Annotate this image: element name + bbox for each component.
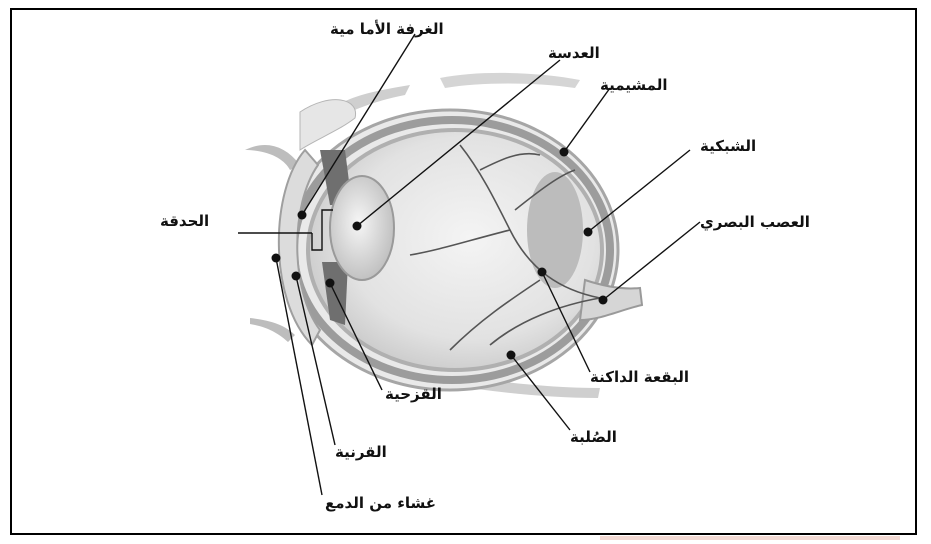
bottom-strip [600, 536, 900, 540]
label-cornea: القرنية [335, 443, 387, 461]
label-pupil: الحدقة [160, 212, 209, 230]
label-sclera: الصُلبة [570, 428, 617, 446]
label-iris: القزحية [385, 385, 442, 403]
blind-spot-area [527, 172, 583, 288]
label-anterior-chamber: الغرفة الأما مية [330, 20, 444, 38]
label-optic-nerve: العصب البصري [700, 213, 810, 231]
label-tear-film: غشاء من الدمع [325, 494, 436, 512]
label-choroid: المشيمية [600, 76, 668, 94]
label-retina: الشبكية [700, 137, 756, 155]
lens-shape [330, 176, 394, 280]
label-lens: العدسة [548, 44, 600, 62]
label-blind-spot: البقعة الداكنة [590, 368, 689, 386]
